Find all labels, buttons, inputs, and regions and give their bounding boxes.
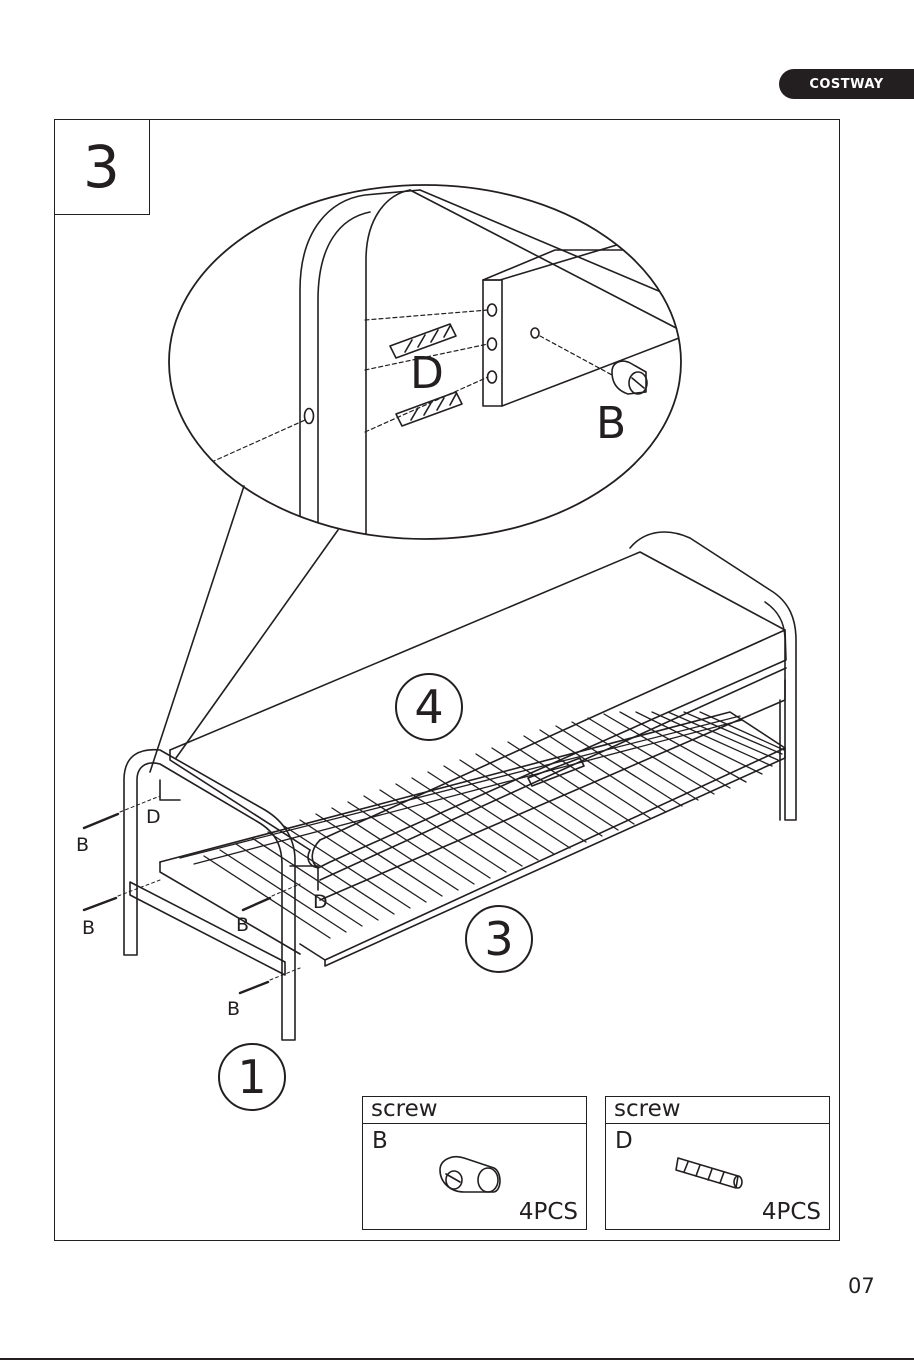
detail-label-cam: B <box>596 402 626 446</box>
part-number-frame: 1 <box>218 1043 286 1111</box>
hardware-quantity: 4PCS <box>762 1199 821 1225</box>
leg-hole <box>305 409 314 424</box>
callout-b: B <box>82 919 95 938</box>
hardware-box-dowel: screw D 4PCS <box>605 1096 830 1230</box>
callout-b: B <box>227 1000 240 1019</box>
callout-b: B <box>76 836 89 855</box>
front-stretcher <box>130 882 285 975</box>
cam-lock-icon <box>612 361 647 394</box>
zoom-leader-line <box>176 530 338 758</box>
hardware-code: D <box>615 1128 633 1154</box>
hardware-box-cam-lock: screw B 4PCS <box>362 1096 587 1230</box>
page-bottom-rule <box>0 1358 914 1360</box>
detail-label-dowel: D <box>410 352 444 396</box>
hardware-code: B <box>372 1128 388 1154</box>
callout-d: D <box>313 893 328 912</box>
page-number: 07 <box>848 1274 875 1298</box>
part-number-seat: 4 <box>395 673 463 741</box>
detail-view <box>205 190 700 560</box>
part-number-shelf: 3 <box>465 905 533 973</box>
rail-end <box>483 280 502 406</box>
leg-tube-outer-inner <box>318 212 370 560</box>
hardware-title: screw <box>363 1097 586 1124</box>
hardware-quantity: 4PCS <box>519 1199 578 1225</box>
callout-b: B <box>236 916 249 935</box>
screw-icon <box>240 968 300 993</box>
callout-d: D <box>146 808 161 827</box>
leg-tube-inner <box>366 190 410 560</box>
hardware-title: screw <box>606 1097 829 1124</box>
